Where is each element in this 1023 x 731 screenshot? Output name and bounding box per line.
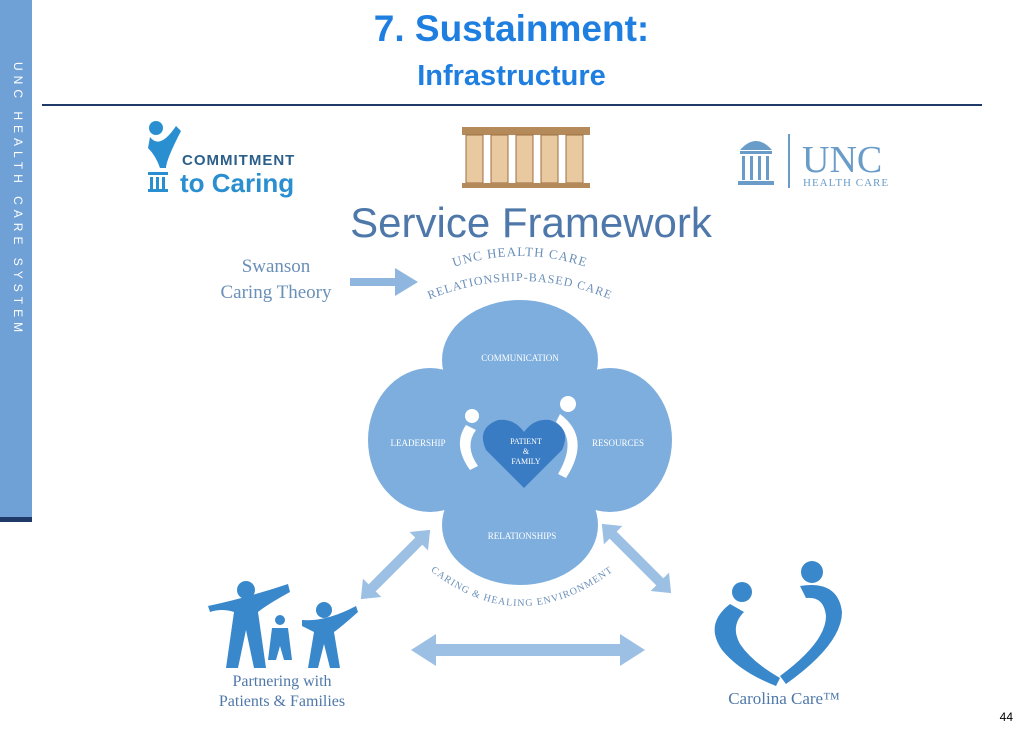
page-title: 7. Sustainment: — [373, 8, 650, 49]
framework-heading: Service Framework — [350, 199, 713, 246]
carolina-care-label: Carolina Care™ — [728, 689, 840, 708]
double-arrows — [360, 523, 672, 666]
partnering-figures-icon — [208, 581, 358, 668]
center-line1: PATIENT — [510, 437, 542, 446]
arc-text-top: UNC HEALTH CARE — [450, 244, 589, 270]
caring-figure-icon — [148, 121, 181, 192]
old-well-icon — [738, 141, 774, 185]
petal-leadership: LEADERSHIP — [390, 438, 445, 448]
unc-text: UNC — [802, 139, 882, 181]
petal-relationships: RELATIONSHIPS — [488, 531, 557, 541]
page-subtitle: Infrastructure — [417, 60, 606, 92]
right-diagonal-arrow-icon — [601, 523, 672, 594]
partnering-line2: Patients & Families — [219, 693, 345, 710]
sidebar-accent — [0, 517, 32, 522]
theory-line1: Swanson — [242, 256, 311, 277]
horizontal-arrow-icon — [411, 634, 645, 666]
arc-text-bottom: RELATIONSHIP-BASED CARE — [425, 270, 614, 302]
left-diagonal-arrow-icon — [360, 529, 431, 600]
pillars-icon — [462, 127, 590, 188]
sidebar-band — [0, 0, 32, 521]
theory-arrow-icon — [350, 268, 418, 296]
commitment-text: COMMITMENT — [182, 152, 295, 169]
partnering-line1: Partnering with — [232, 673, 331, 690]
petal-communication: COMMUNICATION — [481, 353, 559, 363]
to-caring-text: to Caring — [180, 168, 294, 198]
center-line2: & — [523, 447, 530, 456]
patient-family-heart-icon — [459, 396, 578, 488]
commitment-to-caring-logo: COMMITMENT to Caring — [148, 121, 295, 198]
carolina-care-heart-icon — [714, 561, 842, 686]
page-number: 44 — [999, 710, 1013, 724]
center-line3: FAMILY — [511, 457, 540, 466]
title-divider — [42, 104, 982, 106]
theory-line2: Caring Theory — [221, 282, 332, 303]
health-care-text: HEALTH CARE — [803, 177, 889, 189]
sidebar-label: UNC HEALTH CARE SYSTEM — [11, 62, 25, 338]
unc-health-care-logo: UNC HEALTH CARE — [738, 134, 889, 189]
petal-resources: RESOURCES — [592, 438, 644, 448]
